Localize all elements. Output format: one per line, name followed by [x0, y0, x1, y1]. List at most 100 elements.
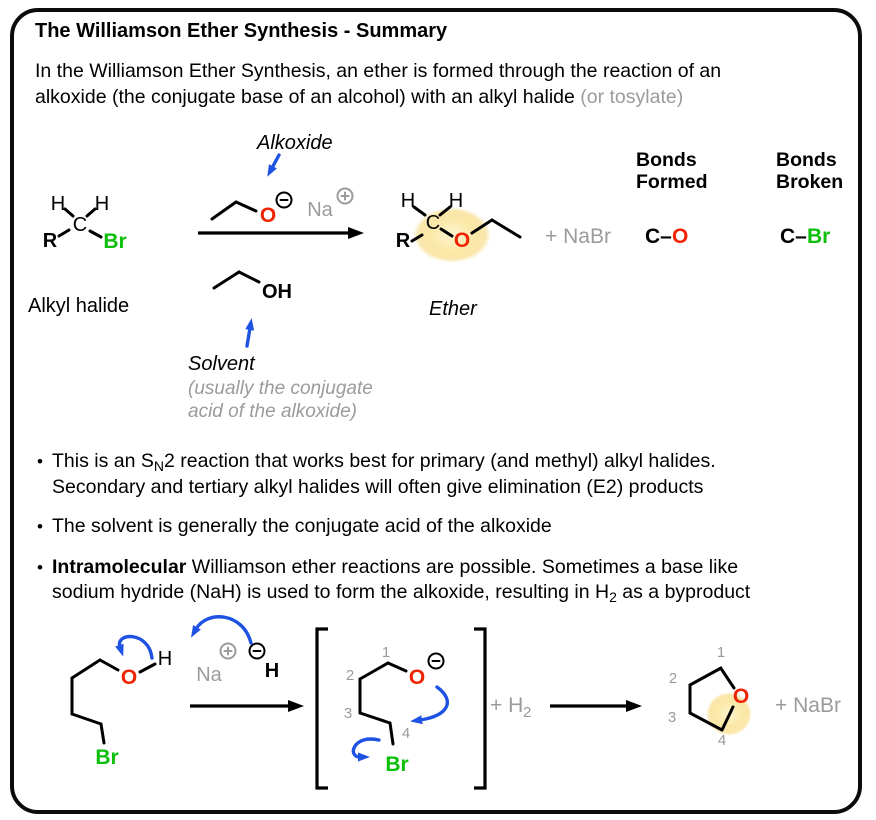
bonds-broken-header-line2: Broken — [776, 171, 843, 193]
bond — [212, 270, 241, 290]
bond-formed-o: O — [672, 225, 688, 248]
bond — [720, 705, 735, 732]
solvent-ethanol-structure: OH Solvent (usually the conjugate acid o… — [188, 270, 373, 422]
intro-line2: alkoxide (the conjugate base of an alcoh… — [35, 84, 835, 110]
plus-sign — [340, 191, 350, 201]
bond — [358, 661, 390, 681]
bonds-formed-header-line2: Formed — [636, 171, 708, 193]
bond-formed-c: C– — [645, 225, 672, 248]
bullet-line: • Intramolecular Williamson ether reactio… — [37, 555, 849, 581]
bond — [490, 218, 522, 239]
alkyl-halide-structure: H H C R Br Alkyl halide — [28, 193, 129, 317]
atom-h: H — [95, 193, 109, 215]
bullet-marker: • — [37, 557, 43, 577]
atom-h-hydride: H — [265, 660, 279, 682]
bullet-sn2: • This is an SN2 reaction that works best… — [37, 449, 849, 499]
atom-o: O — [733, 685, 749, 708]
atom-r: R — [43, 230, 58, 252]
bullet-bold-text: Intramolecular — [52, 555, 187, 578]
bond — [388, 721, 395, 746]
bromo-alcohol-structure: O H Br — [70, 634, 172, 769]
bond — [57, 228, 71, 238]
bullet-solvent: • The solvent is generally the conjugate … — [37, 514, 849, 540]
atom-o: O — [260, 204, 276, 227]
atom-o: O — [454, 229, 470, 252]
bonds-formed-header-line1: Bonds — [636, 149, 697, 171]
bond-broken-c: C– — [780, 225, 807, 248]
atom-h: H — [401, 190, 415, 212]
left-bracket — [315, 627, 328, 790]
carbon-number-1: 1 — [717, 644, 725, 661]
subscript-n: N — [153, 458, 164, 474]
bonds-formed-column: Bonds Formed C– O — [636, 149, 708, 248]
bullet-text: The solvent is generally the conjugate a… — [52, 515, 552, 537]
intro-line2-gray: (or tosylate) — [580, 86, 684, 108]
curved-arrow-oh-to-o — [115, 634, 154, 660]
bond — [138, 662, 157, 674]
byproduct-h2: + H — [490, 694, 523, 717]
bond — [439, 227, 454, 238]
bond — [438, 205, 452, 217]
bond — [63, 207, 75, 218]
bond — [358, 711, 392, 725]
carbon-number-4: 4 — [402, 725, 410, 742]
ether-product-structure: H H C R O Ether — [396, 190, 522, 320]
byproduct-nabr: + NaBr — [545, 225, 611, 248]
atom-c: C — [426, 212, 440, 234]
atom-r: R — [396, 230, 411, 252]
bullet-text: sodium hydride (NaH) is used to form the… — [52, 581, 610, 603]
carbon-number-3: 3 — [668, 709, 676, 726]
figure-border — [10, 8, 862, 814]
bond-broken-br: Br — [807, 225, 830, 248]
alkoxide-reagent: O Na Alkoxide — [210, 132, 354, 227]
atom-o: O — [121, 666, 137, 689]
bond — [386, 661, 408, 673]
bonds-broken-column: Bonds Broken C– Br — [776, 149, 843, 248]
bond — [98, 658, 120, 672]
carbon-number-4: 4 — [718, 732, 726, 749]
intro-paragraph: In the Williamson Ether Synthesis, an et… — [35, 58, 835, 110]
sodium-hydride-reagent: Na H — [190, 615, 279, 686]
bond — [720, 668, 736, 690]
bullet-text: Williamson ether reactions are possible.… — [186, 555, 739, 578]
byproduct-nabr: + NaBr — [775, 694, 841, 717]
bonds-broken-header-line1: Bonds — [776, 149, 837, 171]
atom-br: Br — [385, 753, 408, 776]
bond — [470, 218, 494, 235]
bullet-text: Secondary and tertiary alkyl halides wil… — [52, 475, 704, 498]
alkyl-halide-label: Alkyl halide — [28, 295, 129, 317]
bond — [88, 229, 103, 239]
bond — [210, 200, 238, 221]
bond — [412, 205, 427, 217]
bullet-text: as a byproduct — [616, 581, 751, 603]
bullet-marker: • — [37, 452, 43, 471]
bullet-line: sodium hydride (NaH) is used to form the… — [37, 580, 849, 606]
bond — [85, 207, 97, 218]
alkoxide-pointer-arrow — [267, 153, 281, 177]
atom-h: H — [51, 193, 65, 215]
bullet-text: 2 reaction that works best for primary (… — [164, 450, 716, 472]
solvent-note-line2: acid of the alkoxide) — [188, 401, 357, 422]
atom-oh: OH — [262, 281, 292, 303]
atom-h: H — [158, 648, 172, 670]
bond — [234, 200, 258, 213]
alkoxide-label: Alkoxide — [256, 132, 333, 154]
alkoxide-intermediate-bracketed: 1 2 3 4 O Br — [315, 627, 487, 790]
bullet-marker: • — [37, 517, 43, 536]
solvent-label: Solvent — [188, 353, 256, 375]
bullet-line: Secondary and tertiary alkyl halides wil… — [37, 475, 849, 500]
bond — [70, 712, 103, 726]
bullet-text: This is an S — [52, 450, 154, 472]
bullet-line: • The solvent is generally the conjugate … — [37, 514, 849, 540]
atom-o: O — [409, 666, 425, 689]
plus-sign — [223, 646, 233, 656]
bullet-list: • This is an SN2 reaction that works best… — [37, 449, 849, 621]
carbon-number-1: 1 — [382, 644, 390, 661]
atom-na: Na — [307, 199, 333, 221]
bond — [70, 658, 102, 680]
curved-arrow-br-leaving — [351, 737, 381, 762]
bullet-line: • This is an SN2 reaction that works best… — [37, 449, 849, 475]
thf-product-structure: 1 2 3 4 O — [668, 644, 752, 749]
curved-arrow-hydride-to-h — [190, 615, 253, 645]
